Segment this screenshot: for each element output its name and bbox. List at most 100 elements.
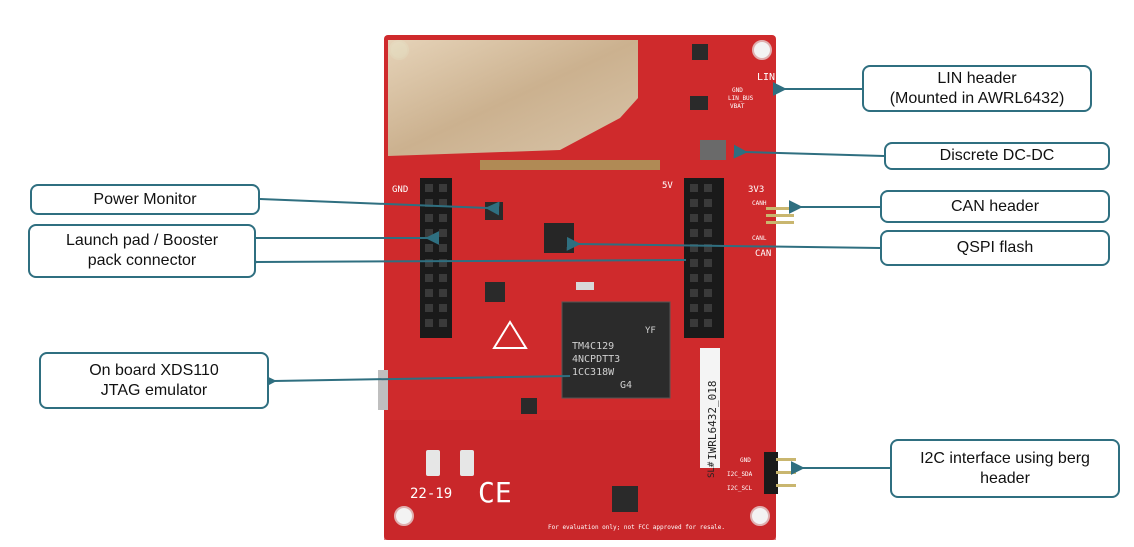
callout-lin-header: LIN header (Mounted in AWRL6432)	[862, 65, 1092, 112]
silk-gnd: GND	[392, 185, 408, 195]
date-code: 22-19	[410, 486, 452, 502]
callout-lin-line1: LIN header	[937, 69, 1017, 87]
right-header-socket	[690, 214, 698, 222]
left-header-socket	[425, 259, 433, 267]
silk-i2c-scl: I2C_SCL	[727, 485, 753, 492]
callout-xds-line2: JTAG emulator	[100, 381, 208, 399]
jumper-left	[426, 450, 440, 476]
left-header-socket	[425, 184, 433, 192]
left-header-socket	[425, 319, 433, 327]
callout-qspi-line1: QSPI flash	[956, 239, 1034, 256]
lin-ic	[692, 44, 708, 60]
dcdc-ic	[690, 96, 708, 110]
left-header-socket	[439, 319, 447, 327]
left-header-socket	[425, 214, 433, 222]
mcu-yf: YF	[645, 326, 656, 336]
right-header-socket	[704, 319, 712, 327]
i2c-pin-3	[776, 484, 796, 487]
callout-xds110: On board XDS110 JTAG emulator	[39, 352, 269, 409]
callout-i2c-line2: header	[980, 469, 1030, 487]
footer-note: For evaluation only; not FCC approved fo…	[548, 524, 725, 531]
mcu-line1: TM4C129	[572, 341, 614, 352]
left-header-socket	[439, 289, 447, 297]
silk-canh: CANH	[752, 200, 767, 207]
callout-i2c-line1: I2C interface using berg	[920, 449, 1090, 467]
right-header-socket	[704, 184, 712, 192]
right-header-socket	[690, 199, 698, 207]
silk-can: CAN	[755, 249, 771, 259]
board-id-strip	[700, 348, 720, 468]
can-pin-1	[766, 207, 794, 210]
aux-ic-3	[612, 486, 638, 512]
callout-xds-line1: On board XDS110	[89, 361, 219, 379]
sl-number: SL#	[707, 461, 717, 478]
mount-hole-br	[750, 506, 770, 526]
i2c-pin-1	[776, 458, 796, 461]
callout-launchpad-connector: Launch pad / Booster pack connector	[28, 224, 256, 278]
silk-lin: LIN	[757, 72, 775, 83]
right-header-socket	[704, 304, 712, 312]
arrow-xds110	[262, 374, 571, 389]
right-header-socket	[690, 184, 698, 192]
board-id: IWRL6432_018	[706, 381, 719, 460]
right-header-socket	[690, 274, 698, 282]
left-header-socket	[425, 229, 433, 237]
callout-qspi-flash: QSPI flash	[880, 230, 1110, 266]
qspi-flash-ic	[544, 223, 574, 253]
arrow-qspi	[566, 236, 881, 251]
silk-lin-vbat: VBAT	[730, 103, 745, 110]
aux-ic-2	[521, 398, 537, 414]
right-header-socket	[690, 304, 698, 312]
mount-hole-bl	[394, 506, 414, 526]
passive-strip	[480, 160, 660, 170]
right-header-socket	[704, 259, 712, 267]
mcu-line2: 4NCPDTT3	[572, 354, 620, 365]
silk-3v3: 3V3	[748, 185, 764, 195]
mcu-chip	[561, 301, 671, 399]
left-header-socket	[439, 274, 447, 282]
silk-lin-gnd: GND	[732, 87, 743, 94]
silk-i2c-gnd: GND	[740, 457, 751, 464]
right-header-socket	[704, 214, 712, 222]
right-header-socket	[704, 274, 712, 282]
callout-i2c-interface: I2C interface using berg header	[890, 439, 1120, 498]
right-header-socket	[704, 199, 712, 207]
left-header-socket	[425, 244, 433, 252]
esd-warning-icon	[492, 320, 528, 349]
right-header-socket	[690, 259, 698, 267]
dcdc-inductor	[700, 140, 726, 160]
right-header-socket	[704, 289, 712, 297]
left-header-socket	[439, 259, 447, 267]
right-header-socket	[690, 289, 698, 297]
ce-mark: CE	[478, 476, 512, 509]
callout-can-line1: CAN header	[950, 197, 1040, 215]
left-header-socket	[439, 244, 447, 252]
arrow-launchpad-right	[244, 255, 687, 270]
left-header-socket	[425, 289, 433, 297]
mcu-line4: G4	[620, 380, 632, 391]
callout-can-header: CAN header	[880, 190, 1110, 223]
aux-ic-1	[485, 282, 505, 302]
power-monitor-ic	[485, 202, 503, 220]
right-header-socket	[690, 319, 698, 327]
right-header-socket	[704, 244, 712, 252]
usb-connector	[378, 370, 388, 410]
left-header-socket	[425, 199, 433, 207]
left-header	[420, 178, 452, 338]
callout-pm-line1: Power Monitor	[93, 190, 197, 208]
left-header-socket	[439, 214, 447, 222]
left-header-socket	[439, 304, 447, 312]
arrow-power-monitor	[259, 198, 500, 216]
callout-lin-line2: (Mounted in AWRL6432)	[889, 89, 1065, 107]
can-pin-3	[766, 221, 794, 224]
callout-discrete-dcdc: Discrete DC-DC	[884, 142, 1110, 170]
crystal	[576, 282, 594, 290]
silk-5v: 5V	[662, 181, 673, 191]
left-header-socket	[439, 184, 447, 192]
silk-canl: CANL	[752, 235, 767, 242]
silk-i2c-sda: I2C_SDA	[727, 471, 753, 478]
right-header-socket	[690, 229, 698, 237]
antenna-region	[388, 40, 638, 156]
